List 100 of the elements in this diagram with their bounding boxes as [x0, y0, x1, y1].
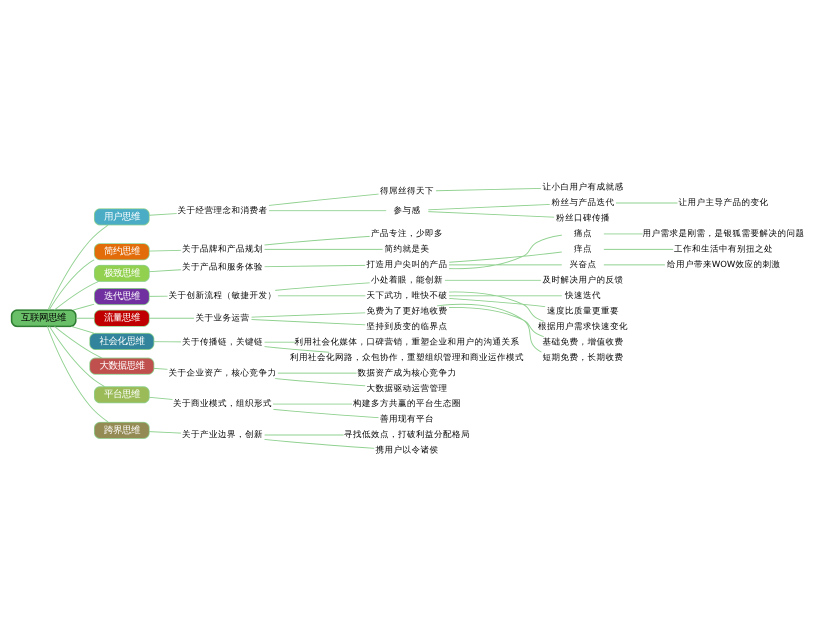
connector	[428, 203, 550, 210]
node-text: 及时解决用户的反馈	[542, 274, 624, 285]
node-text: 关于创新流程（敏捷开发）	[168, 290, 277, 300]
connector	[272, 408, 380, 418]
connector	[72, 303, 95, 310]
node-box: 简约思维	[94, 242, 150, 260]
connector	[274, 282, 370, 290]
connector	[436, 303, 542, 352]
node-text: 天下武功，唯快不破	[366, 290, 448, 300]
node-text: 基础免费，增值收费	[542, 336, 624, 347]
connector	[71, 325, 94, 334]
node-text: 让小白用户有成就感	[542, 182, 624, 192]
node-text: 善用现有平台	[380, 414, 434, 424]
node-text: 短期免费，长期收费	[542, 352, 624, 362]
connector	[149, 430, 182, 434]
node-text: 快速迭代	[564, 290, 601, 300]
node-box: 极致思维	[94, 264, 150, 282]
node-text: 数据资产成为核心竞争力	[358, 368, 457, 378]
node-text: 关于产品和服务体验	[182, 262, 264, 272]
connector	[448, 264, 562, 265]
node-text: 大数据驱动运营管理	[366, 383, 448, 394]
connector	[268, 193, 380, 206]
connector	[448, 297, 546, 307]
node-text: 粉丝口碑传播	[556, 213, 610, 224]
node-text: 关于传播链，关键链	[182, 336, 264, 347]
node-box: 平台思维	[94, 386, 150, 403]
node-text: 得屌丝得天下	[380, 186, 434, 196]
node-text: 痒点	[574, 244, 592, 254]
connector	[149, 268, 182, 272]
connector	[448, 294, 562, 296]
node-text: 关于品牌和产品规划	[182, 244, 264, 254]
connector	[149, 317, 194, 318]
node-box: 流量思维	[94, 309, 150, 326]
connector	[274, 378, 366, 386]
node-box: 社会化思维	[89, 332, 154, 350]
node-text: 构建多方共赢的平台生态圈	[353, 398, 462, 409]
connector	[264, 434, 344, 435]
node-text: 利用社会化媒体，口碑营销，重塑企业和用户的沟通关系	[294, 336, 520, 347]
connector	[54, 280, 99, 310]
node-box: 用户思维	[94, 208, 150, 225]
connector	[277, 294, 366, 296]
node-text: 利用社会化网路，众包协作，重塑组织管理和商业运作模式	[290, 352, 524, 362]
connector	[54, 326, 102, 358]
connector	[272, 403, 353, 404]
connector	[251, 312, 366, 318]
connector	[264, 248, 384, 250]
node-box: 迭代思维	[94, 288, 150, 305]
node-text: 产品专注，少即多	[371, 228, 444, 239]
connector	[264, 438, 375, 448]
node-text: 坚持到质变的临界点	[366, 321, 448, 332]
connector	[149, 295, 168, 296]
connector	[603, 232, 644, 234]
connector	[448, 291, 544, 322]
node-text: 粉丝与产品迭代	[551, 198, 614, 208]
node-box: 大数据思维	[89, 357, 154, 374]
connector	[154, 340, 182, 342]
node-text: 速度比质量更重要	[546, 306, 619, 316]
connector	[615, 202, 678, 203]
node-text: 关于商业模式，组织形式	[173, 398, 272, 409]
node-text: 痛点	[574, 228, 592, 239]
node-text: 寻找低效点，打破利益分配格局	[344, 430, 470, 440]
connector	[603, 264, 666, 265]
node-text: 参与感	[394, 205, 421, 216]
connector	[75, 317, 95, 318]
node-text: 关于经营理念和消费者	[178, 205, 268, 216]
node-box: 互联网思维	[10, 308, 77, 327]
connector	[264, 346, 330, 352]
connector	[49, 326, 106, 387]
node-text: 给用户带来WOW效应的刺激	[666, 260, 780, 270]
node-text: 关于产业边界，创新	[182, 430, 264, 440]
connector	[448, 251, 562, 262]
connector	[149, 249, 182, 252]
node-text: 根据用户需求快速变化	[538, 321, 628, 332]
node-text: 工作和生活中有别扭之处	[674, 244, 774, 254]
connector	[448, 234, 562, 269]
node-text: 关于业务运营	[196, 312, 250, 323]
connector	[264, 235, 370, 245]
connector	[149, 212, 178, 216]
connector	[603, 248, 674, 250]
connector	[448, 306, 544, 337]
node-text: 兴奋点	[569, 260, 596, 270]
node-text: 携用户以令诸侯	[376, 445, 439, 456]
connector	[264, 341, 296, 342]
connector	[277, 372, 358, 374]
connector	[264, 264, 366, 267]
node-text: 用户需求是刚需，是银狐需要解决的问题	[642, 228, 805, 239]
connector	[436, 187, 542, 191]
node-text: 关于企业资产，核心竞争力	[168, 368, 277, 378]
connector	[268, 210, 387, 211]
node-box: 跨界思维	[94, 421, 150, 438]
node-text: 简约就是美	[384, 244, 430, 254]
connector	[251, 318, 366, 325]
connector	[48, 258, 95, 310]
connector	[46, 325, 109, 422]
connector	[154, 367, 168, 370]
node-text: 免费为了更好地收费	[366, 306, 448, 316]
connector	[428, 210, 555, 218]
node-text: 让用户主导产品的变化	[678, 198, 769, 208]
node-text: 打造用户尖叫的产品	[366, 260, 448, 270]
node-text: 小处着眼，能创新	[371, 274, 444, 285]
